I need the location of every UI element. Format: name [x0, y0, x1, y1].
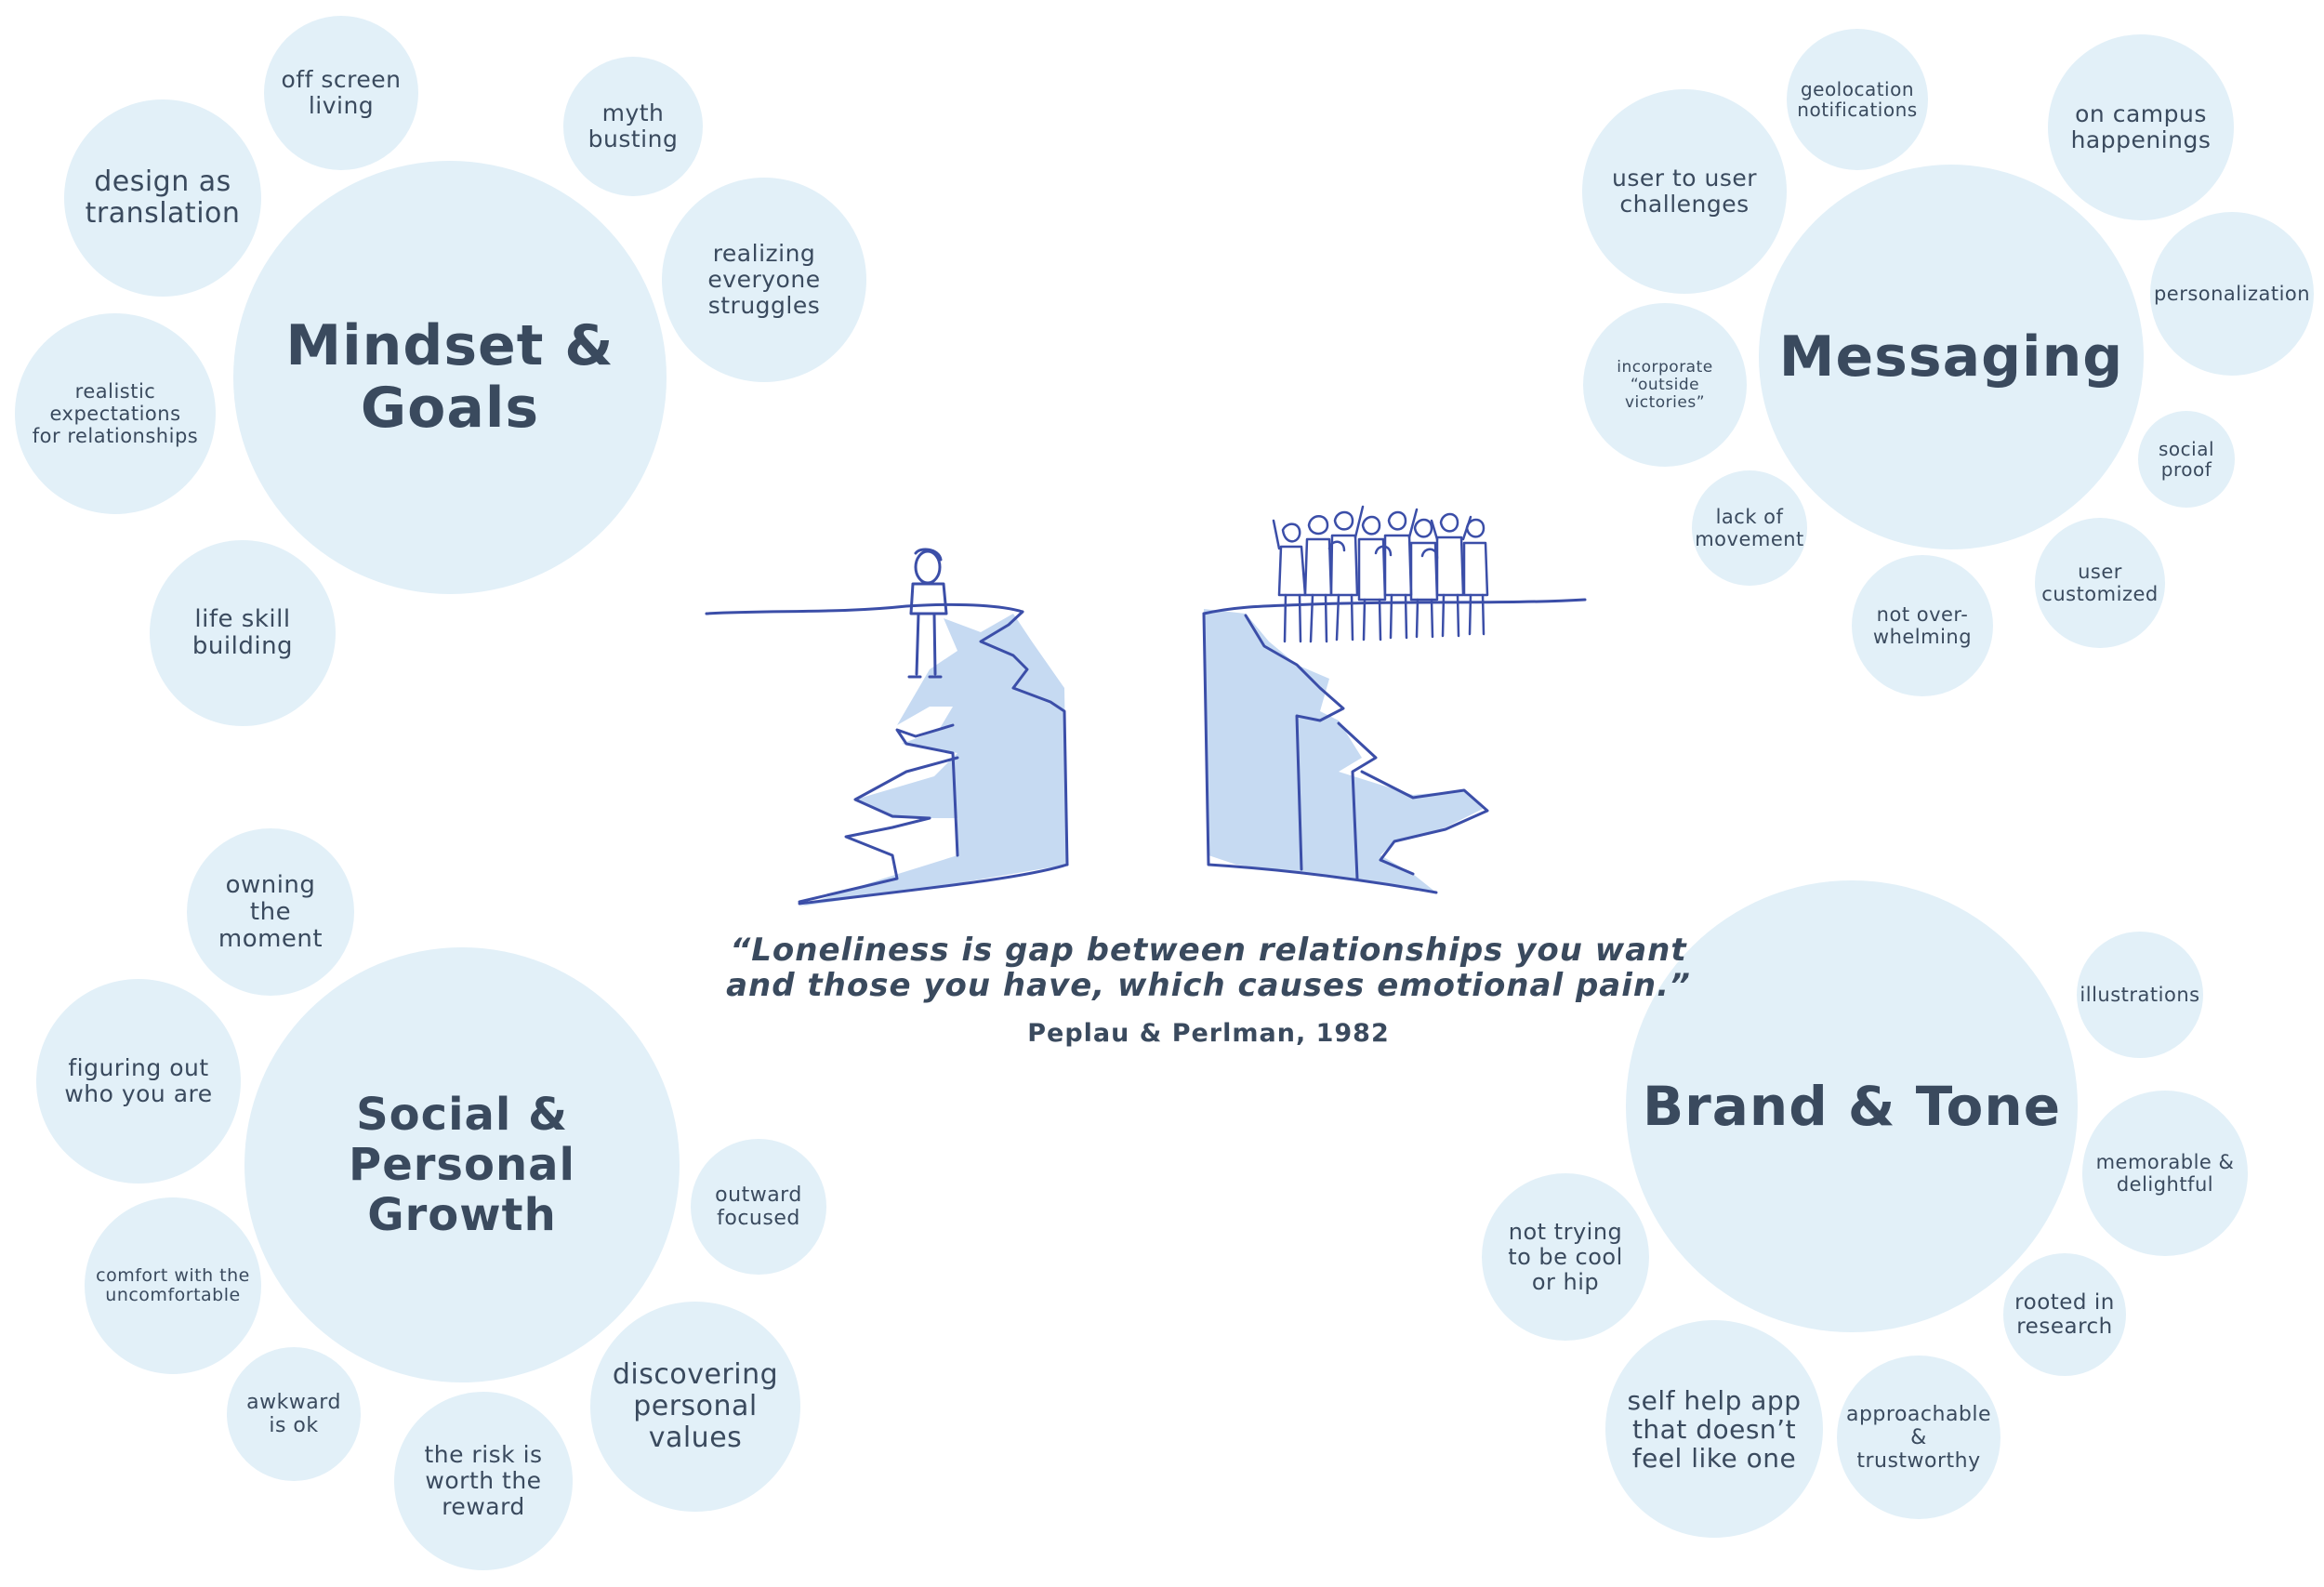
bubble-label: comfort with the uncomfortable: [96, 1265, 250, 1305]
left-ground-line: [705, 602, 1024, 615]
bubble-label: illustrations: [2080, 984, 2200, 1006]
bubble-label: not over- whelming: [1872, 603, 1973, 648]
bubble-incorporate-outside-victories: incorporate “outside victories”: [1583, 303, 1747, 467]
bubble-personalization: personalization: [2150, 212, 2314, 376]
bubble-label: outward focused: [715, 1184, 802, 1230]
bubble-label: realistic expectations for relationships: [32, 380, 199, 447]
quote-text: “Loneliness is gap between relationships…: [726, 932, 1691, 1004]
right-cliff: [1204, 609, 1483, 893]
bubble-geolocation-notifications: geolocation notifications: [1787, 29, 1928, 170]
bubble-label: owning the moment: [218, 870, 324, 953]
bubble-approachable-trustworthy: approachable & trustworthy: [1837, 1356, 2000, 1519]
bubble-label: life skill building: [191, 605, 294, 660]
main-bubble-label: Social & Personal Growth: [349, 1089, 575, 1241]
bubble-outward-focused: outward focused: [691, 1139, 826, 1275]
lone-person: [907, 548, 948, 679]
bubble-not-trying-to-be-cool-or-hip: not trying to be cool or hip: [1482, 1173, 1649, 1341]
bubble-label: discovering personal values: [612, 1358, 779, 1454]
bubble-label: geolocation notifications: [1797, 78, 1918, 121]
bubble-myth-busting: myth busting: [563, 57, 703, 196]
bubble-label: user to user challenges: [1611, 165, 1758, 218]
bubble-rooted-in-research: rooted in research: [2003, 1253, 2126, 1376]
bubble-label: personalization: [2153, 283, 2311, 305]
bubble-off-screen-living: off screen living: [264, 16, 418, 170]
bubble-discovering-personal-values: discovering personal values: [590, 1302, 800, 1512]
bubble-label: off screen living: [281, 66, 402, 119]
bubble-illustrations: illustrations: [2077, 932, 2203, 1058]
main-bubble-messaging: Messaging: [1759, 165, 2144, 549]
bubble-label: approachable & trustworthy: [1845, 1402, 1992, 1473]
bubble-label: rooted in research: [2014, 1290, 2115, 1339]
bubble-self-help-app-that-doesn-t-feel-like-one: self help app that doesn’t feel like one: [1605, 1320, 1823, 1538]
bubble-user-customized: user customized: [2035, 518, 2165, 648]
bubble-realizing-everyone-struggles: realizing everyone struggles: [662, 178, 866, 382]
main-bubble-social: Social & Personal Growth: [244, 947, 680, 1382]
bubble-user-to-user-challenges: user to user challenges: [1582, 89, 1787, 294]
bubble-awkward-is-ok: awkward is ok: [227, 1347, 361, 1481]
bubble-label: user customized: [2041, 561, 2159, 605]
bubble-the-risk-is-worth-the-reward: the risk is worth the reward: [394, 1392, 573, 1570]
right-ground-line: [1202, 598, 1587, 615]
bubble-label: not trying to be cool or hip: [1508, 1218, 1623, 1295]
bubble-label: awkward is ok: [246, 1391, 341, 1437]
bubble-not-over-whelming: not over- whelming: [1852, 555, 1993, 696]
main-bubble-label: Brand & Tone: [1642, 1074, 2062, 1138]
bubble-label: social proof: [2158, 438, 2215, 481]
right-cliff-edge: [1202, 612, 1438, 894]
left-cliff: [799, 614, 1067, 906]
main-bubble-label: Mindset & Goals: [285, 313, 614, 441]
bubble-life-skill-building: life skill building: [150, 540, 336, 726]
bubble-label: lack of movement: [1695, 506, 1804, 550]
bubble-comfort-with-the-uncomfortable: comfort with the uncomfortable: [85, 1197, 261, 1374]
bubble-label: memorable & delightful: [2095, 1151, 2235, 1196]
bubble-label: the risk is worth the reward: [424, 1441, 543, 1520]
bubble-label: on campus happenings: [2070, 100, 2212, 153]
bubble-design-as-translation: design as translation: [64, 99, 261, 297]
bubble-realistic-expectations-for-relationships: realistic expectations for relationships: [15, 313, 216, 514]
bubble-label: self help app that doesn’t feel like one: [1627, 1384, 1802, 1474]
bubble-label: figuring out who you are: [64, 1054, 213, 1107]
bubble-owning-the-moment: owning the moment: [187, 828, 354, 996]
bubble-label: realizing everyone struggles: [707, 240, 821, 319]
bubble-figuring-out-who-you-are: figuring out who you are: [36, 979, 241, 1184]
bubble-social-proof: social proof: [2138, 411, 2235, 508]
bubble-label: incorporate “outside victories”: [1617, 357, 1713, 412]
bubble-lack-of-movement: lack of movement: [1692, 470, 1807, 586]
main-bubble-mindset: Mindset & Goals: [233, 161, 667, 594]
bubble-memorable-delightful: memorable & delightful: [2082, 1091, 2248, 1256]
main-bubble-label: Messaging: [1778, 324, 2124, 390]
bubble-on-campus-happenings: on campus happenings: [2048, 34, 2234, 220]
main-bubble-brand: Brand & Tone: [1626, 880, 2078, 1332]
quote-citation: Peplau & Perlman, 1982: [1027, 1019, 1390, 1048]
bubble-label: design as translation: [85, 165, 241, 230]
crowd: [1272, 505, 1489, 643]
bubble-label: myth busting: [588, 99, 679, 152]
left-cliff-edge: [979, 610, 1069, 866]
